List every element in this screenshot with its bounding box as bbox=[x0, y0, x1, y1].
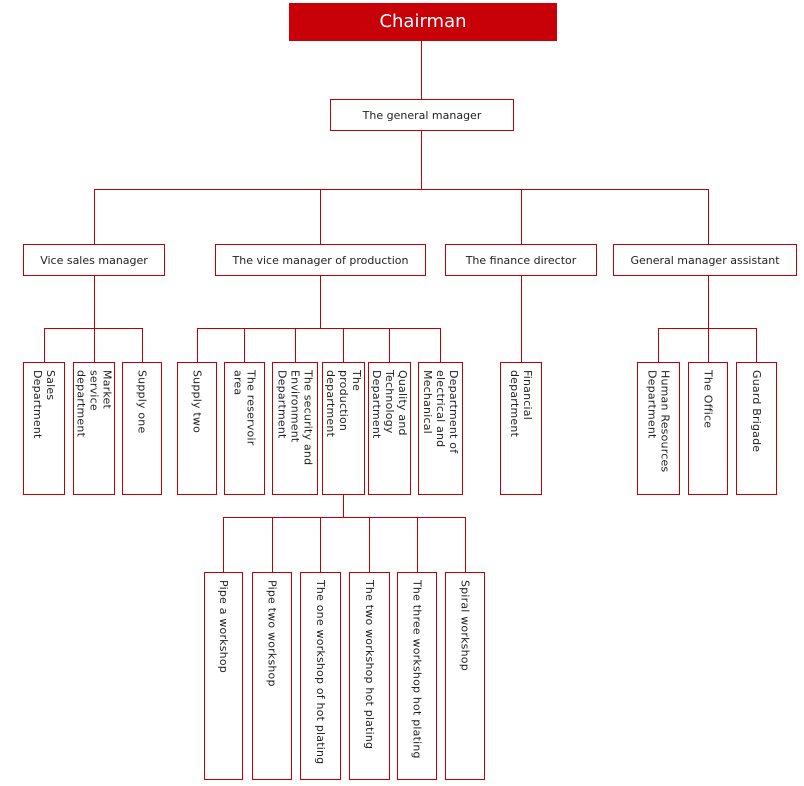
org-node-one-workshop-hot-plating: The one workshop of hot plating bbox=[300, 572, 341, 780]
org-node-vice-sales-manager: Vice sales manager bbox=[23, 244, 165, 276]
connector-line bbox=[369, 517, 370, 572]
org-node-label: Financial department bbox=[508, 370, 534, 438]
connector-line bbox=[320, 276, 321, 329]
org-node-label: Guard Brigade bbox=[750, 370, 763, 453]
org-node-label: Department of electrical and Mechanical bbox=[421, 370, 460, 454]
org-node-electrical-mechanical-department: Department of electrical and Mechanical bbox=[418, 362, 463, 495]
org-node-spiral-workshop: Spiral workshop bbox=[445, 572, 485, 780]
org-node-pipe-a-workshop: Pipe a workshop bbox=[204, 572, 243, 780]
org-node-the-office: The Office bbox=[688, 362, 728, 495]
org-node-label: Pipe a workshop bbox=[217, 580, 230, 673]
connector-line bbox=[658, 328, 659, 362]
connector-line bbox=[756, 328, 757, 362]
org-node-finance-director: The finance director bbox=[445, 244, 597, 276]
org-node-chairman: Chairman bbox=[289, 3, 557, 41]
org-node-human-resources-department: Human Resources Department bbox=[637, 362, 680, 495]
org-node-label: General manager assistant bbox=[630, 253, 780, 267]
connector-line bbox=[343, 495, 344, 517]
connector-line bbox=[197, 328, 198, 362]
org-node-label: Quality and Technology Department bbox=[370, 370, 409, 439]
connector-line bbox=[521, 189, 522, 244]
org-node-label: The finance director bbox=[465, 253, 577, 267]
connector-line bbox=[465, 517, 466, 572]
org-node-general-manager: The general manager bbox=[330, 99, 514, 131]
org-node-label: Supply one bbox=[135, 370, 149, 434]
org-node-security-environment-department: The security and Environment Department bbox=[272, 362, 318, 495]
connector-line bbox=[272, 517, 273, 572]
org-node-gm-assistant: General manager assistant bbox=[613, 244, 797, 276]
org-node-label: Market service department bbox=[74, 370, 114, 438]
org-node-label: The two workshop hot plating bbox=[363, 580, 376, 750]
connector-line bbox=[223, 517, 224, 572]
connector-line bbox=[320, 517, 321, 572]
connector-line bbox=[94, 189, 95, 244]
connector-line bbox=[197, 328, 441, 329]
connector-line bbox=[295, 328, 296, 362]
connector-line bbox=[142, 328, 143, 362]
org-node-label: The Office bbox=[701, 370, 715, 429]
org-node-label: Human Resources Department bbox=[645, 370, 672, 473]
connector-line bbox=[417, 517, 418, 572]
org-node-financial-department: Financial department bbox=[500, 362, 542, 495]
connector-line bbox=[223, 517, 466, 518]
connector-line bbox=[658, 328, 757, 329]
connector-line bbox=[343, 328, 344, 362]
org-node-sales-department: Sales Department bbox=[23, 362, 65, 495]
org-node-label: The one workshop of hot plating bbox=[314, 580, 327, 765]
connector-line bbox=[440, 328, 441, 362]
connector-line bbox=[421, 131, 422, 189]
org-node-pipe-two-workshop: Pipe two workshop bbox=[252, 572, 292, 780]
connector-line bbox=[708, 189, 709, 244]
connector-line bbox=[521, 276, 522, 362]
connector-line bbox=[320, 189, 321, 244]
org-node-label: Pipe two workshop bbox=[265, 580, 279, 687]
org-node-label: Spiral workshop bbox=[458, 580, 472, 671]
org-node-label: Chairman bbox=[379, 11, 467, 32]
org-node-label: The security and Environment Department bbox=[275, 370, 315, 466]
connector-line bbox=[708, 276, 709, 362]
org-node-label: Sales Department bbox=[31, 370, 57, 439]
org-node-supply-one: Supply one bbox=[122, 362, 162, 495]
connector-line bbox=[44, 328, 143, 329]
org-node-label: The general manager bbox=[362, 108, 482, 122]
org-node-label: Vice sales manager bbox=[40, 253, 148, 267]
connector-line bbox=[94, 276, 95, 362]
org-node-supply-two: Supply two bbox=[177, 362, 217, 495]
connector-line bbox=[94, 189, 709, 190]
connector-line bbox=[244, 328, 245, 362]
connector-line bbox=[421, 41, 422, 99]
org-node-market-service-department: Market service department bbox=[73, 362, 115, 495]
org-node-label: The vice manager of production bbox=[232, 253, 409, 267]
connector-line bbox=[44, 328, 45, 362]
org-node-two-workshop-hot-plating: The two workshop hot plating bbox=[349, 572, 390, 780]
org-node-quality-technology-department: Quality and Technology Department bbox=[368, 362, 411, 495]
connector-line bbox=[389, 328, 390, 362]
org-node-label: Supply two bbox=[190, 370, 204, 434]
org-node-guard-brigade: Guard Brigade bbox=[736, 362, 777, 495]
org-node-reservoir-area: The reservoir area bbox=[224, 362, 265, 495]
org-node-vice-production-manager: The vice manager of production bbox=[215, 244, 426, 276]
org-node-label: The reservoir area bbox=[231, 370, 258, 446]
org-node-label: The production department bbox=[324, 370, 363, 438]
org-node-label: The three workshop hot plating bbox=[410, 580, 424, 759]
org-node-production-department: The production department bbox=[322, 362, 365, 495]
org-node-three-workshop-hot-plating: The three workshop hot plating bbox=[397, 572, 437, 780]
